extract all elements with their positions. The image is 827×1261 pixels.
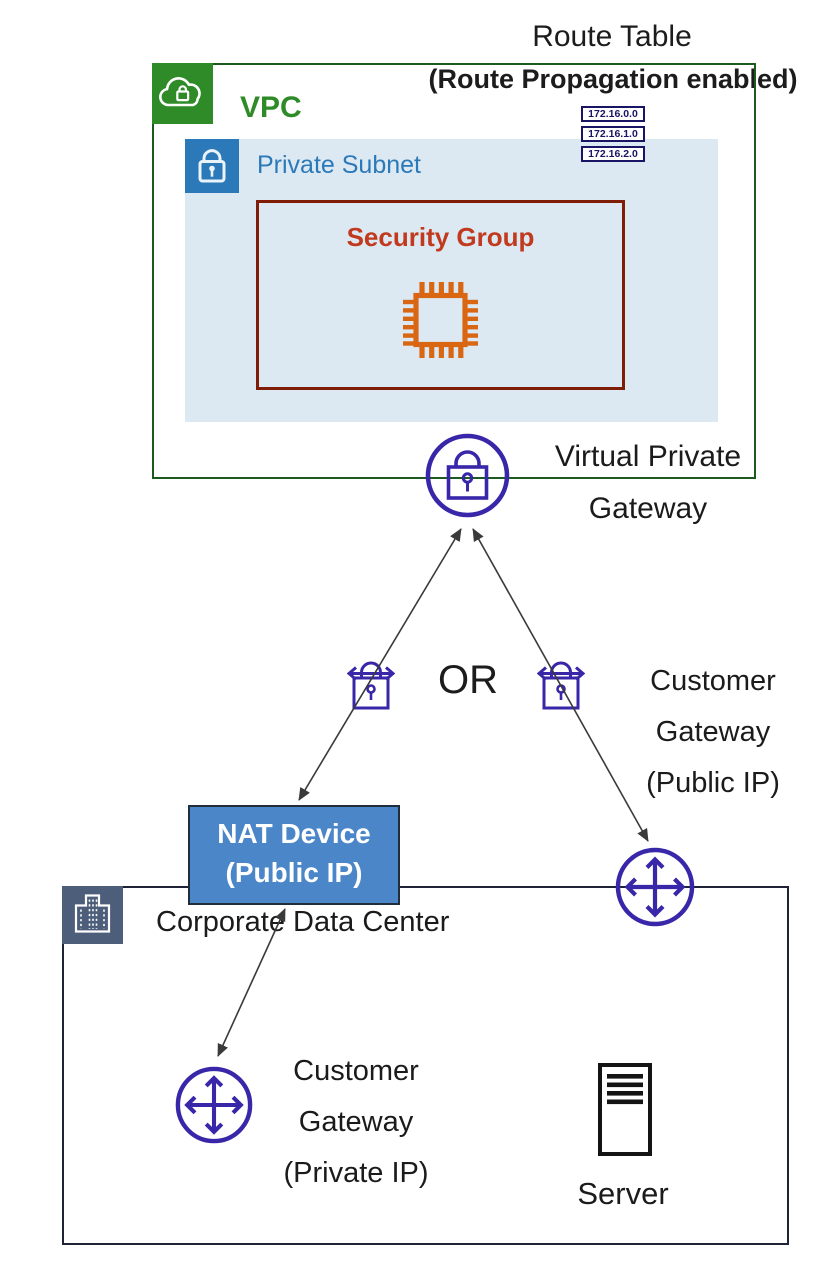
or-label: OR <box>438 658 498 702</box>
route-table-entries: 172.16.0.0 172.16.1.0 172.16.2.0 <box>581 106 645 166</box>
route-table-subtitle: (Route Propagation enabled) <box>428 64 798 94</box>
customer-gateway-public-router-icon <box>614 846 696 928</box>
nat-device-line1: NAT Device <box>217 818 371 849</box>
corporate-data-center-box <box>62 886 789 1245</box>
customer-gateway-private-router-icon <box>174 1065 254 1145</box>
route-entry: 172.16.2.0 <box>581 146 645 162</box>
nat-device-box: NAT Device (Public IP) <box>188 805 400 905</box>
security-group-chip-icon <box>393 272 488 368</box>
cg-public-line1: Customer <box>650 665 776 697</box>
private-subnet-lock-icon <box>185 139 239 193</box>
nat-device-line2: (Public IP) <box>225 857 363 888</box>
cg-private-line2: Gateway <box>298 1106 414 1138</box>
route-entry: 172.16.0.0 <box>581 106 645 122</box>
private-subnet-area <box>185 139 718 422</box>
vpn-connection-lock-icon-right <box>536 651 586 715</box>
private-subnet-label: Private Subnet <box>257 151 421 179</box>
security-group-box <box>256 200 625 390</box>
vpn-connection-lock-icon-left <box>346 651 396 715</box>
virtual-private-gateway-lock-icon <box>424 432 511 519</box>
virtual-private-gateway-label: Virtual Private Gateway <box>510 431 786 535</box>
route-entry: 172.16.1.0 <box>581 126 645 142</box>
vpc-container-box <box>152 63 756 479</box>
vpg-label-line2: Gateway <box>588 492 708 525</box>
customer-gateway-public-label: Customer Gateway (Public IP) <box>613 656 813 809</box>
corporate-data-center-building-icon <box>62 886 123 944</box>
vpc-label: VPC <box>240 91 302 124</box>
server-label: Server <box>577 1176 669 1211</box>
vpg-label-line1: Virtual Private <box>554 440 742 473</box>
cg-private-line3: (Private IP) <box>283 1157 429 1189</box>
cg-public-line2: Gateway <box>655 716 771 748</box>
cg-private-line1: Customer <box>293 1055 419 1087</box>
route-table-title: Route Table <box>532 20 692 53</box>
corporate-data-center-label: Corporate Data Center <box>156 906 450 938</box>
customer-gateway-private-label: Customer Gateway (Private IP) <box>250 1046 462 1199</box>
server-icon <box>597 1062 653 1157</box>
vpc-cloud-lock-icon <box>152 63 213 124</box>
security-group-label: Security Group <box>346 222 535 252</box>
cg-public-line3: (Public IP) <box>646 767 780 799</box>
